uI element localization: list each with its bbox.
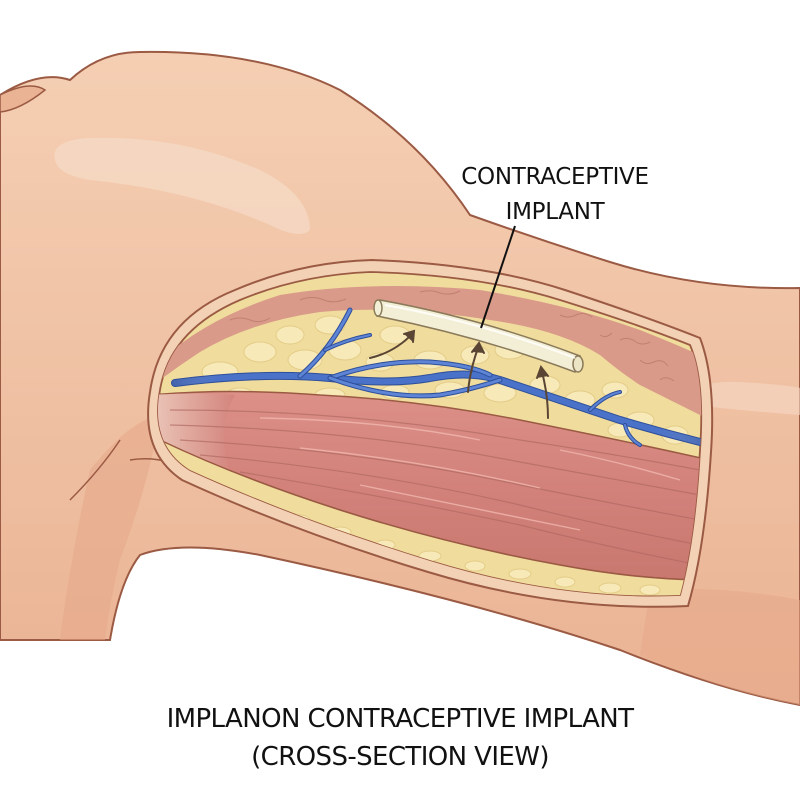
implant-rod — [373, 299, 584, 373]
dermis-layer — [158, 286, 702, 420]
caption-title: IMPLANON CONTRACEPTIVE IMPLANT — [166, 704, 634, 734]
caption-subtitle: (CROSS-SECTION VIEW) — [251, 742, 549, 772]
arrow-icons — [369, 329, 549, 419]
callout-line-2: IMPLANT — [505, 199, 605, 225]
cross-section-window — [147, 258, 714, 608]
vein — [171, 307, 702, 447]
figure-caption: IMPLANON CONTRACEPTIVE IMPLANT (CROSS-SE… — [0, 700, 800, 776]
callout-leader-line — [480, 225, 516, 329]
implant-callout-label: CONTRACEPTIVE IMPLANT — [420, 160, 690, 230]
callout-line-1: CONTRACEPTIVE — [461, 164, 649, 190]
